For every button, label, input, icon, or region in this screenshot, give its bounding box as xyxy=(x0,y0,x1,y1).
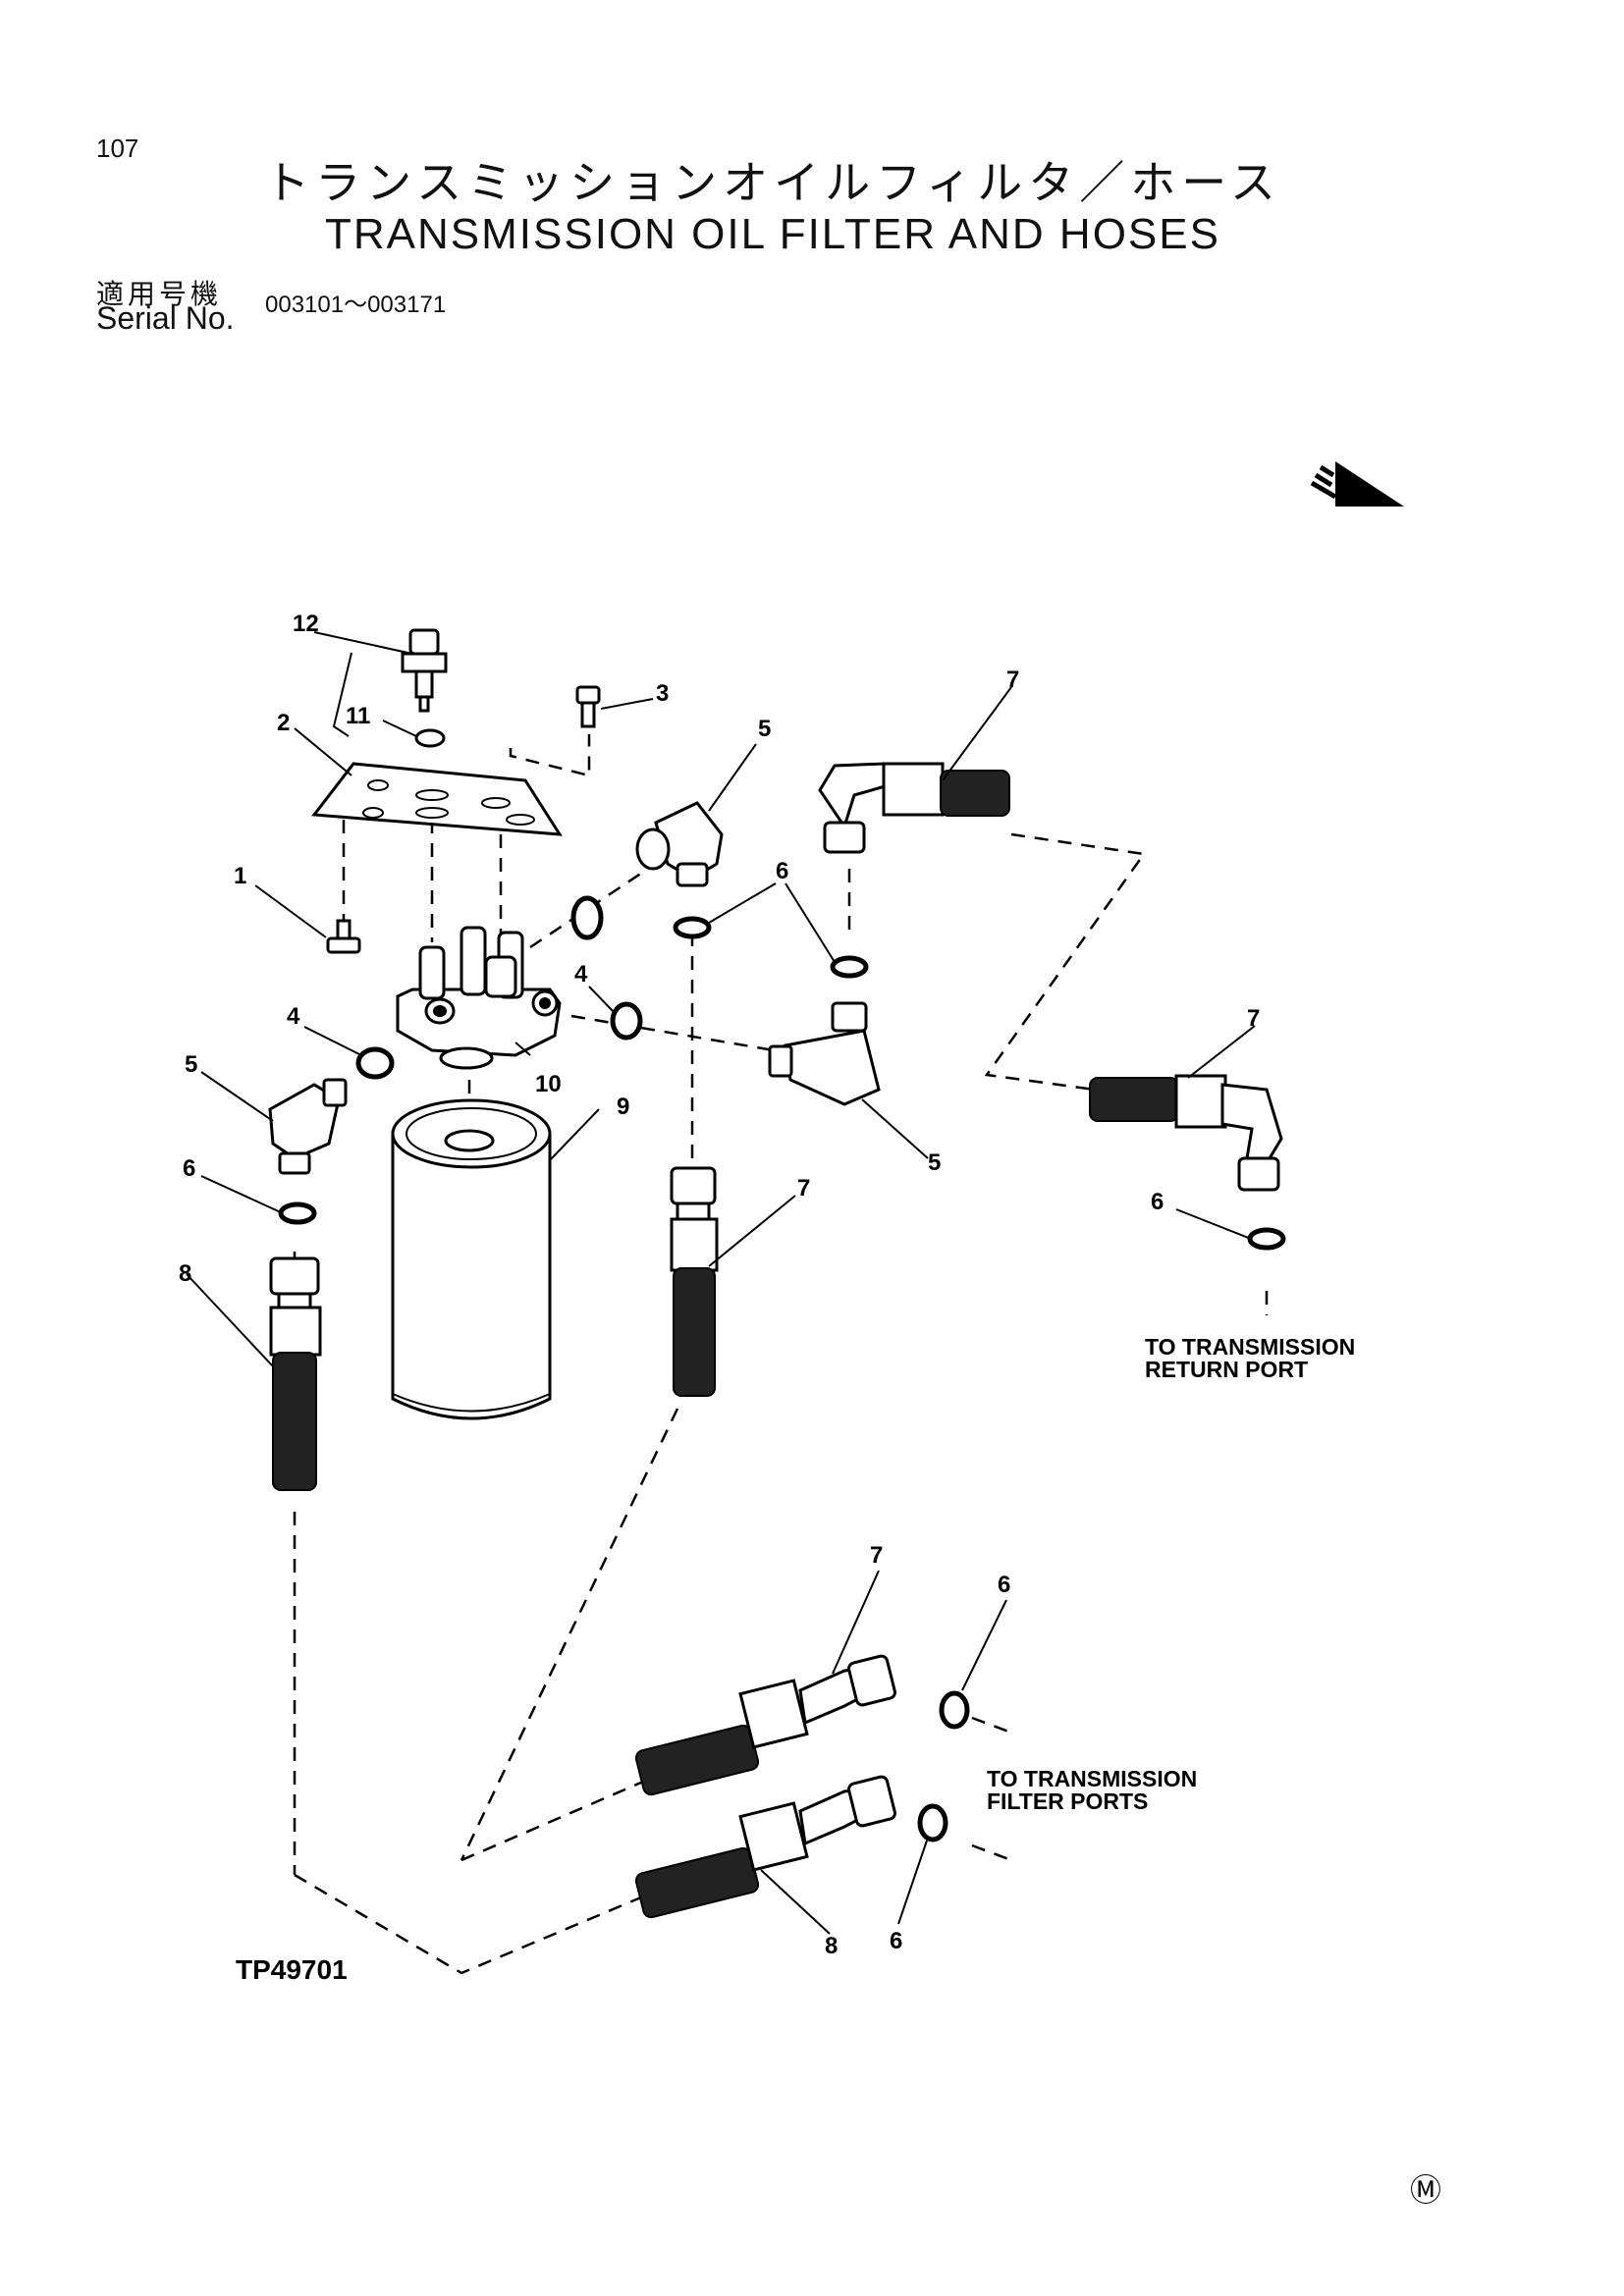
part-9-filter-cartridge xyxy=(391,1098,552,1420)
callout-1: 1 xyxy=(234,863,246,889)
part-4-o-ring-top xyxy=(570,895,604,940)
callout-11: 11 xyxy=(346,703,370,729)
filter-ports-note-line-1: TO TRANSMISSION xyxy=(987,1766,1197,1791)
return-port-note-line-2: RETURN PORT xyxy=(1145,1357,1308,1382)
part-6-seal-6 xyxy=(917,1803,948,1842)
callout-3: 3 xyxy=(656,680,669,707)
figure-id: TP49701 xyxy=(236,1954,348,1985)
return-port-note-line-1: TO TRANSMISSION xyxy=(1145,1334,1355,1360)
callout-4-right: 4 xyxy=(574,961,588,988)
part-6-seal-1 xyxy=(673,916,712,939)
callout-7-middle: 7 xyxy=(797,1175,810,1201)
callout-6-right: 6 xyxy=(1151,1189,1164,1215)
callout-6-upper: 6 xyxy=(776,858,788,884)
part-6-seal-5 xyxy=(939,1690,970,1730)
part-8-hose-bottom xyxy=(634,1775,896,1919)
callout-8-bottom: 8 xyxy=(825,1933,838,1959)
part-1-bolt xyxy=(326,919,361,954)
callout-5-right: 5 xyxy=(928,1149,941,1176)
direction-arrow-icon xyxy=(1310,461,1404,507)
part-6-seal-4 xyxy=(1247,1227,1286,1251)
part-5-elbow-left xyxy=(268,1078,348,1175)
callout-8-left: 8 xyxy=(179,1260,191,1287)
callout-10: 10 xyxy=(535,1071,562,1097)
part-7-hose-top xyxy=(818,762,1010,854)
part-5-elbow-right xyxy=(768,1001,881,1106)
part-4-o-ring-left xyxy=(355,1046,395,1080)
part-7-hose-right xyxy=(1089,1074,1283,1192)
part-2-mounting-plate xyxy=(311,762,563,836)
serial-label-japanese: 適用号機 xyxy=(96,278,223,310)
part-6-seal-2 xyxy=(830,955,869,979)
callout-5-left: 5 xyxy=(185,1051,197,1078)
page-number: 107 xyxy=(96,133,139,163)
part-3-bolt xyxy=(575,685,601,728)
callout-6-bottom-upper: 6 xyxy=(998,1572,1010,1598)
callout-9: 9 xyxy=(617,1094,629,1120)
part-6-seal-3 xyxy=(278,1201,317,1225)
circled-m-symbol: Ⓜ xyxy=(1410,2171,1441,2209)
callout-5-top: 5 xyxy=(758,716,771,742)
callout-7-top: 7 xyxy=(1006,667,1019,693)
serial-label-english: Serial No. xyxy=(96,300,235,336)
callout-12: 12 xyxy=(293,611,319,637)
callout-6-left: 6 xyxy=(183,1155,195,1182)
part-10-filter-head xyxy=(396,926,562,1070)
callout-4-left: 4 xyxy=(287,1003,300,1030)
page-title-japanese: トランスミッションオイルフィルタ／ホース xyxy=(264,156,1281,209)
part-8-hose-vertical xyxy=(269,1256,322,1491)
page-title-english: TRANSMISSION OIL FILTER AND HOSES xyxy=(325,210,1220,258)
part-5-elbow-top xyxy=(635,801,724,887)
callout-6-bottom-lower: 6 xyxy=(890,1928,902,1954)
callout-7-right: 7 xyxy=(1247,1005,1260,1032)
part-12-breather xyxy=(401,628,448,713)
part-7-hose-vertical xyxy=(670,1166,719,1397)
part-11-seal xyxy=(414,728,446,748)
part-4-o-ring-right xyxy=(610,1001,643,1041)
callout-2: 2 xyxy=(277,710,290,736)
part-7-hose-bottom xyxy=(634,1654,896,1796)
callout-leader-lines xyxy=(186,631,1256,1935)
callout-7-bottom: 7 xyxy=(870,1542,883,1569)
serial-number-range: 003101～003171 xyxy=(265,292,447,318)
filter-ports-note-line-2: FILTER PORTS xyxy=(987,1789,1148,1814)
